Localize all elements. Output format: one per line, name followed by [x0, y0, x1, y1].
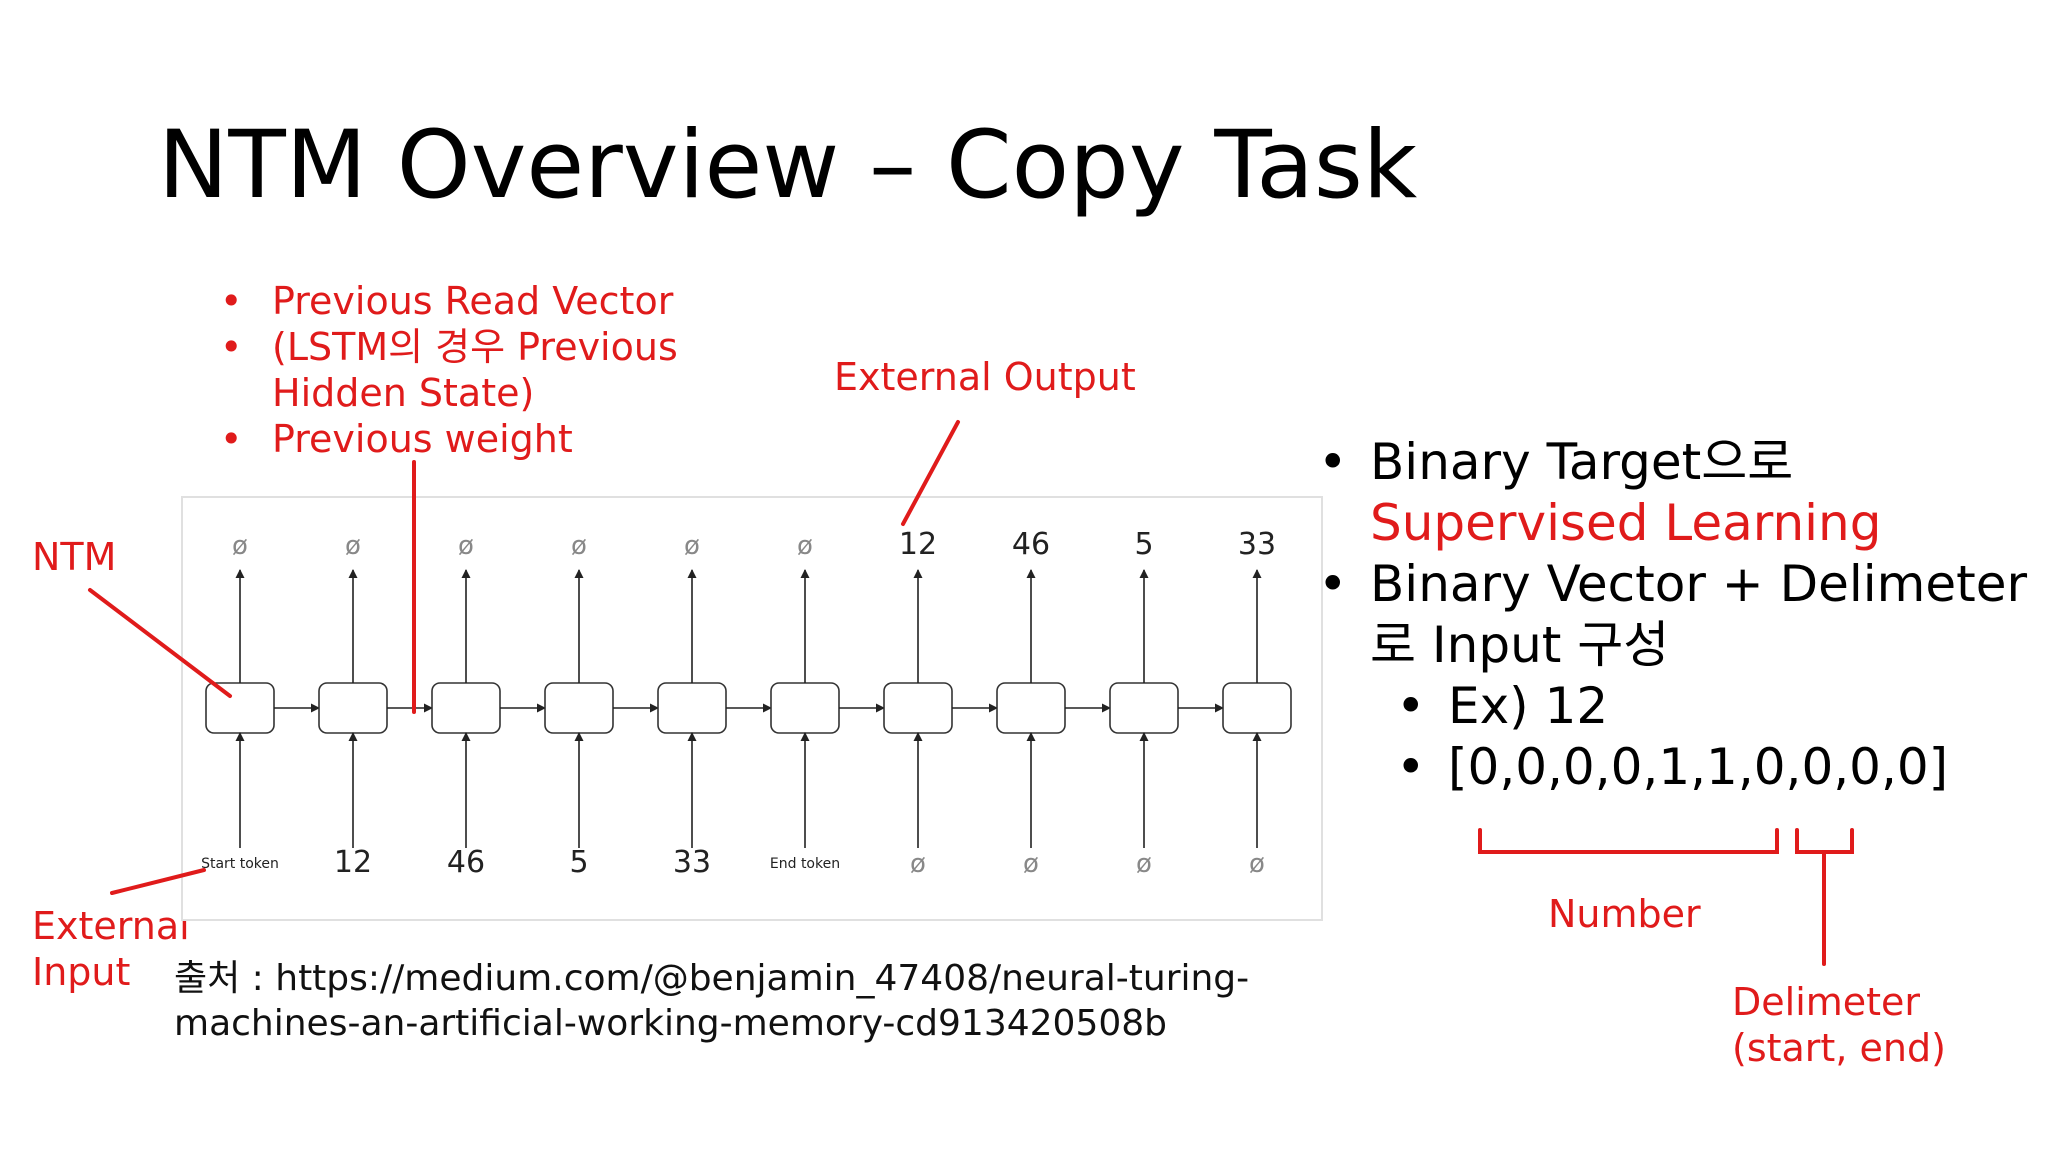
bullet-dot: •	[1396, 677, 1426, 735]
external-output-label: External Output	[834, 355, 1136, 399]
bullet-text: Binary Target으로	[1370, 433, 1794, 491]
ntm-cell	[883, 682, 953, 734]
output-value: ø	[684, 531, 700, 561]
output-value: ø	[232, 531, 248, 561]
ntm-label: NTM	[32, 535, 117, 579]
previous-state-bullets: • Previous Read Vector • (LSTM의 경우 Previ…	[220, 278, 678, 462]
ntm-cell	[996, 682, 1066, 734]
ntm-pointer-line	[88, 588, 232, 698]
ntm-cell	[1109, 682, 1179, 734]
ntm-cell	[431, 682, 501, 734]
bullet-text: Previous Read Vector	[272, 279, 674, 323]
bullet-dot: •	[1396, 738, 1426, 796]
external-output-pointer-line	[901, 420, 960, 526]
bullet-item: • Binary Target으로	[1318, 432, 2027, 493]
ntm-cell	[770, 682, 840, 734]
bullet-text: Ex) 12	[1448, 677, 1609, 735]
ntm-cell	[1222, 682, 1292, 734]
slide-title: NTM Overview – Copy Task	[158, 111, 1418, 220]
input-value: Start token	[201, 856, 279, 872]
input-value: ø	[1136, 849, 1152, 879]
output-value: 12	[899, 527, 937, 562]
bullet-text: 로 Input 구성	[1370, 616, 1670, 674]
bullet-dot: •	[1318, 433, 1348, 491]
external-input-label-2: Input	[32, 950, 131, 994]
input-value: 5	[569, 845, 588, 880]
source-citation: 출처 : https://medium.com/@benjamin_47408/…	[174, 956, 1249, 1046]
ntm-cell	[205, 682, 275, 734]
bullet-dot: •	[220, 417, 243, 461]
red-annotation-lines	[88, 420, 1854, 966]
output-value: 5	[1134, 527, 1153, 562]
sub-bullet-item: • Ex) 12	[1318, 676, 2027, 737]
bullet-item-continuation: Supervised Learning	[1318, 493, 2027, 554]
delimeter-bracket	[1795, 828, 1854, 854]
bullet-item: • (LSTM의 경우 Previous	[220, 324, 678, 370]
copy-task-bullets: • Binary Target으로 Supervised Learning • …	[1318, 432, 2027, 798]
bullet-item-continuation: 로 Input 구성	[1318, 615, 2027, 676]
binary-vector-text: [0,0,0,0,1,1,0,0,0,0]	[1448, 738, 1949, 796]
output-value: 33	[1238, 527, 1276, 562]
ntm-cell	[544, 682, 614, 734]
input-value: 12	[334, 845, 372, 880]
number-bracket	[1478, 828, 1779, 854]
output-value: ø	[797, 531, 813, 561]
ntm-cell	[657, 682, 727, 734]
external-input-label-1: External	[32, 904, 190, 948]
bullet-dot: •	[1318, 555, 1348, 613]
ntm-cell	[318, 682, 388, 734]
bullet-text: Previous weight	[272, 417, 573, 461]
delimeter-label-2: (start, end)	[1732, 1026, 1946, 1070]
supervised-learning-text: Supervised Learning	[1370, 494, 1882, 552]
bullet-dot: •	[220, 279, 243, 323]
input-value: ø	[910, 849, 926, 879]
delimeter-label-1: Delimeter	[1732, 980, 1921, 1024]
bullet-item: • Binary Vector + Delimeter	[1318, 554, 2027, 615]
number-label: Number	[1548, 892, 1701, 936]
source-line-2: machines-an-artificial-working-memory-cd…	[174, 1003, 1168, 1044]
sub-bullet-item: • [0,0,0,0,1,1,0,0,0,0]	[1318, 737, 2027, 798]
input-value: 46	[447, 845, 485, 880]
bullet-dot: •	[220, 325, 243, 369]
output-value: 46	[1012, 527, 1050, 562]
output-value: ø	[458, 531, 474, 561]
bullet-item: • Previous Read Vector	[220, 278, 678, 324]
bullet-text: (LSTM의 경우 Previous	[272, 325, 678, 369]
input-value: ø	[1023, 849, 1039, 879]
bullet-item-continuation: Hidden State)	[220, 370, 678, 416]
bullet-item: • Previous weight	[220, 416, 678, 462]
output-value: ø	[345, 531, 361, 561]
source-line-1: 출처 : https://medium.com/@benjamin_47408/…	[174, 958, 1250, 999]
output-value: ø	[571, 531, 587, 561]
input-value: ø	[1249, 849, 1265, 879]
input-value: End token	[770, 856, 840, 872]
input-value: 33	[673, 845, 711, 880]
external-input-pointer-line	[110, 868, 206, 895]
bullet-text: Hidden State)	[272, 371, 535, 415]
bullet-text: Binary Vector + Delimeter	[1370, 555, 2028, 613]
